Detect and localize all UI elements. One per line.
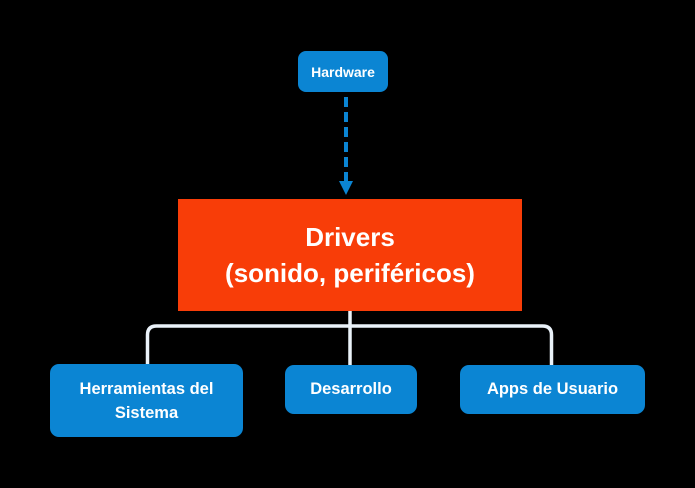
node-drivers-label-line2: (sonido, periféricos)	[225, 258, 475, 288]
node-herramientas-label: Herramientas del Sistema	[79, 379, 214, 422]
node-apps-label: Apps de Usuario	[486, 380, 619, 398]
node-apps-de-usuario: Apps de Usuario	[460, 365, 645, 414]
node-desarrollo: Desarrollo	[285, 365, 417, 414]
node-drivers: Drivers (sonido, periféricos)	[178, 199, 522, 311]
edge-drivers-branches	[145, 324, 554, 366]
node-desarrollo-label: Desarrollo	[310, 380, 392, 398]
node-drivers-label-line1: Drivers	[305, 222, 395, 252]
node-herramientas-del-sistema: Herramientas del Sistema	[50, 364, 243, 437]
node-hardware-label: Hardware	[311, 63, 375, 80]
arrowhead-icon	[339, 181, 353, 195]
node-hardware: Hardware	[298, 51, 388, 92]
